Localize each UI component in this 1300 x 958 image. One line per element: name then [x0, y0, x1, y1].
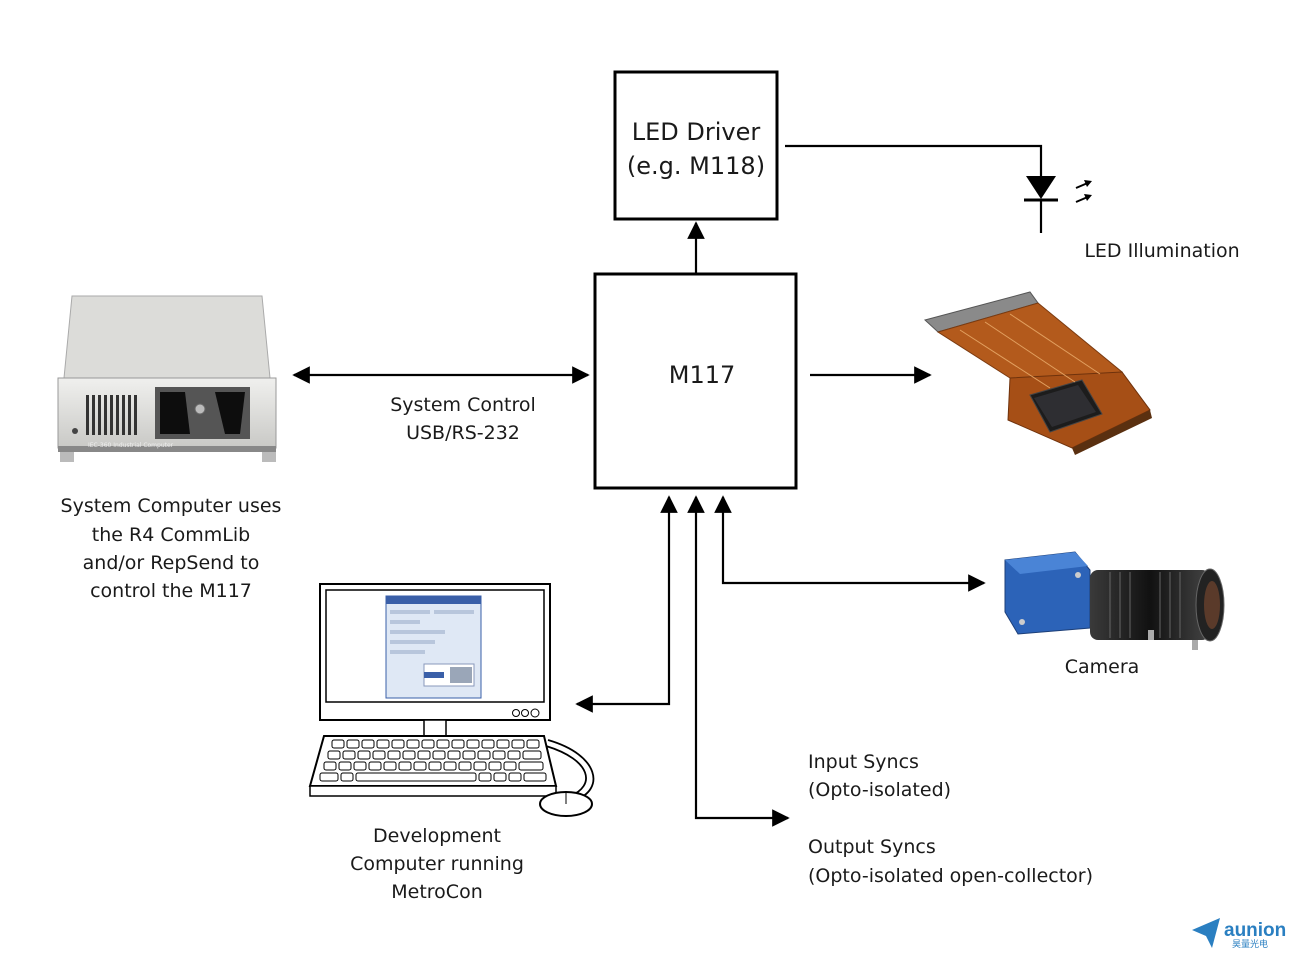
arrow-m117-dev-computer [575, 495, 678, 713]
system-computer-caption: System Computer uses the R4 CommLib and/… [61, 495, 282, 602]
dev-computer-line3: MetroCon [391, 881, 482, 903]
line-led-driver-to-led [785, 144, 1043, 176]
system-computer-line3: and/or RepSend to [83, 552, 260, 574]
sync-labels: Input Syncs (Opto-isolated) Output Syncs… [808, 751, 1093, 887]
input-syncs-line2: (Opto-isolated) [808, 779, 951, 801]
led-illumination-label: LED Illumination [1084, 240, 1239, 262]
output-syncs-line1: Output Syncs [808, 836, 936, 858]
camera-label: Camera [1065, 656, 1140, 678]
system-computer-line4: control the M117 [90, 580, 252, 602]
led-diode-icon [1024, 176, 1092, 233]
arrow-m117-syncs [687, 495, 790, 827]
input-syncs-line1: Input Syncs [808, 751, 919, 773]
m117-box: M117 [593, 272, 798, 490]
brand-name: aunion [1224, 920, 1286, 941]
dev-computer-line2: Computer running [350, 853, 524, 875]
brand-logo-icon: aunion 昊量光电 [1192, 918, 1286, 950]
arrow-m117-camera [714, 495, 986, 592]
m117-label: M117 [669, 361, 736, 389]
brand-subtitle: 昊量光电 [1232, 938, 1268, 950]
led-driver-box: LED Driver (e.g. M118) [613, 70, 779, 221]
led-driver-title: LED Driver [632, 118, 761, 146]
industrial-computer-icon: IEC-360 Industrial Computer [57, 295, 277, 462]
system-computer-line2: the R4 CommLib [92, 524, 250, 546]
case-label: IEC-360 Industrial Computer [88, 442, 174, 449]
desktop-computer-icon [308, 583, 595, 817]
display-board-icon [923, 291, 1152, 455]
led-driver-subtitle: (e.g. M118) [627, 152, 765, 180]
dev-computer-line1: Development [373, 825, 501, 847]
system-control-label: System Control [390, 394, 536, 416]
camera-icon [1004, 551, 1225, 650]
dev-computer-caption: Development Computer running MetroCon [350, 825, 524, 903]
system-computer-line1: System Computer uses [61, 495, 282, 517]
system-control-interface-label: USB/RS-232 [406, 422, 520, 444]
output-syncs-line2: (Opto-isolated open-collector) [808, 865, 1093, 887]
